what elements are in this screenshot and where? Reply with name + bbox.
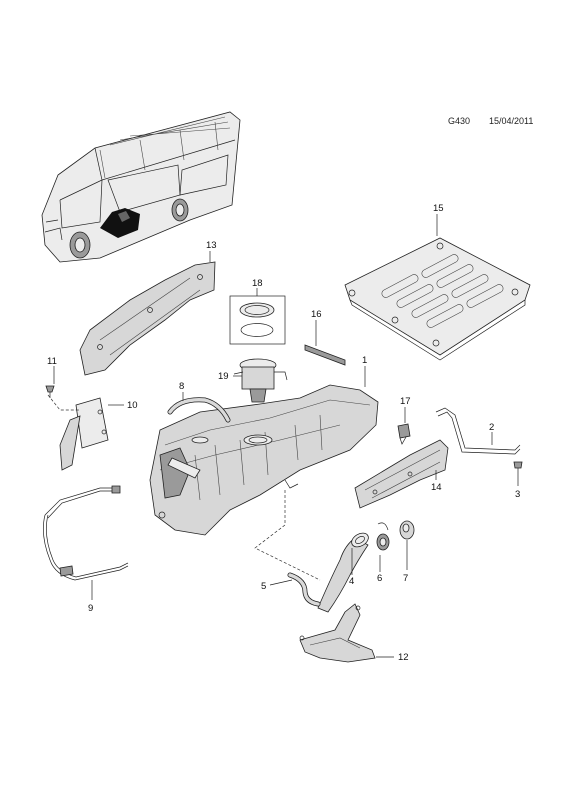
callout-8: 8 (179, 381, 184, 392)
callout-11: 11 (47, 356, 57, 367)
callout-3: 3 (515, 489, 520, 500)
part-1-fuel-tank (149, 384, 379, 536)
callout-14: 14 (431, 482, 442, 493)
part-19-fuel-pump (233, 358, 288, 403)
callout-15: 15 (433, 203, 444, 214)
callout-16: 16 (311, 309, 322, 320)
diagram-date: 15/04/2011 (489, 116, 534, 126)
callout-9: 9 (88, 603, 93, 614)
callout-10: 10 (127, 400, 138, 411)
callout-2: 2 (489, 422, 494, 433)
part-9-tank-strap (43, 485, 129, 581)
part-10-bracket (47, 394, 109, 471)
callout-7: 7 (403, 573, 408, 584)
part-2-support-arm (435, 407, 521, 455)
part-3-bolt (513, 461, 523, 474)
callout-1: 1 (362, 355, 367, 366)
callout-5: 5 (261, 581, 266, 592)
part-13-heat-shield (79, 261, 216, 376)
callout-17: 17 (400, 396, 411, 407)
vehicle-locator-van (41, 111, 241, 263)
part-16-strip (304, 344, 346, 366)
filler-leader-dashed (254, 490, 321, 581)
callout-leaders (53, 214, 519, 658)
part-17-clip (397, 423, 411, 445)
part-11-bolt (45, 385, 55, 398)
callout-13: 13 (206, 240, 217, 251)
part-18-locking-ring (229, 295, 286, 345)
diagram-code: G430 (448, 116, 471, 126)
callout-4: 4 (349, 576, 354, 587)
callout-19: 19 (218, 371, 229, 382)
callout-12: 12 (398, 652, 409, 663)
part-8-vent-hose (167, 397, 231, 423)
part-14-side-shield (354, 439, 449, 509)
callout-18: 18 (252, 278, 263, 289)
part-12-lower-guard (299, 603, 376, 663)
part-6-seal (376, 522, 390, 551)
callout-6: 6 (377, 573, 382, 584)
part-4-filler-neck (317, 532, 369, 613)
part-15-shield-plate (344, 237, 531, 361)
part-5-hose (287, 572, 321, 607)
part-7-fuel-cap (399, 520, 415, 540)
